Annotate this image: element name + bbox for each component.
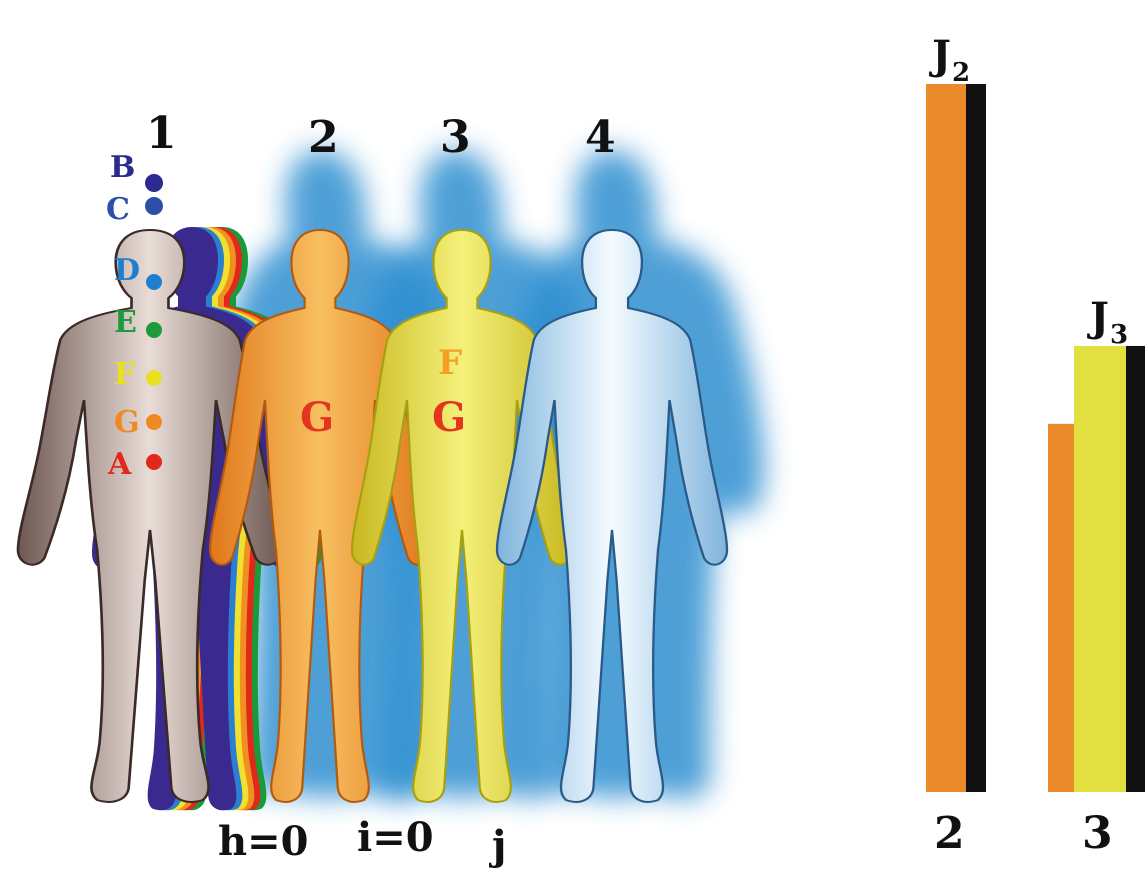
chakra-label-f: F	[114, 357, 136, 392]
figure-number-4: 4	[585, 112, 616, 163]
bar-1-1	[926, 84, 966, 792]
figure-number-2: 2	[308, 112, 339, 163]
bar-chart	[926, 84, 1145, 792]
chakra-dot-f	[146, 370, 162, 386]
body-letter-g-figure3: G	[432, 394, 467, 441]
bar-group-title-2: J3	[1090, 294, 1129, 350]
bar-group-category-1: 2	[934, 808, 965, 859]
bar-2-2	[1074, 345, 1126, 792]
bar-2-1	[1048, 423, 1074, 792]
chakra-dot-a	[146, 454, 162, 470]
label-h: h=0	[218, 818, 309, 865]
figure-number-1: 1	[146, 108, 177, 159]
label-i: i=0	[357, 814, 434, 861]
body-letter-f-figure3: F	[438, 343, 463, 383]
chakra-label-b: B	[110, 150, 136, 185]
bar-group-category-2: 3	[1082, 808, 1113, 859]
bar-group-title-1: J2	[932, 32, 971, 88]
chakra-dot-b	[145, 174, 163, 192]
chakra-label-g: G	[114, 405, 140, 440]
figure-number-3: 3	[440, 112, 471, 163]
bar-1-2	[966, 84, 986, 792]
chakra-dots	[145, 174, 163, 470]
chakra-label-c: C	[106, 192, 130, 227]
chakra-label-e: E	[114, 305, 137, 340]
label-j: j	[492, 822, 507, 869]
body-letter-g-figure2: G	[300, 394, 335, 441]
chakra-dot-c	[145, 197, 163, 215]
chakra-dot-e	[146, 322, 162, 338]
chakra-label-d: D	[114, 253, 141, 288]
bar-2-3	[1126, 345, 1145, 792]
chakra-label-a: A	[108, 447, 132, 482]
chakra-dot-g	[146, 414, 162, 430]
chakra-dot-d	[146, 274, 162, 290]
